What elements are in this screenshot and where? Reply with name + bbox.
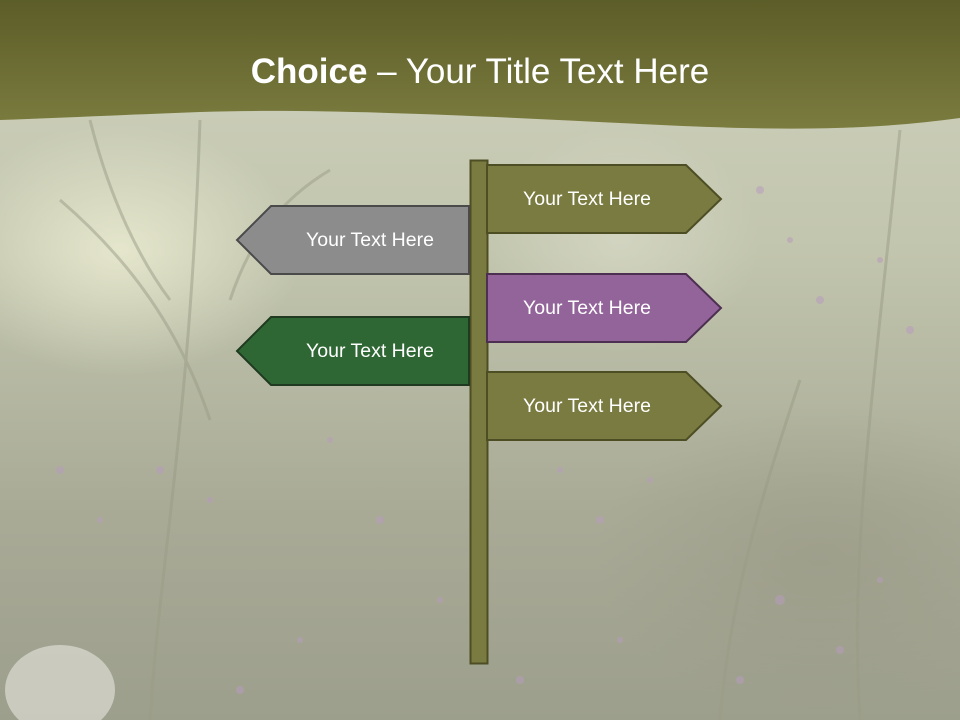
- title-bold: Choice: [250, 52, 368, 91]
- title-rest: – Your Title Text Here: [367, 52, 710, 91]
- sign-2-label: Your Text Here: [306, 229, 434, 251]
- sign-4-label: Your Text Here: [306, 340, 434, 362]
- sign-1-label: Your Text Here: [523, 188, 651, 210]
- sign-1-arrow: [486, 164, 723, 234]
- sign-3-arrow: [486, 273, 723, 343]
- sign-2-arrow: [235, 205, 470, 275]
- sign-3-label: Your Text Here: [523, 297, 651, 319]
- sign-5-label: Your Text Here: [523, 395, 651, 417]
- slide-title: Choice – Your Title Text Here: [0, 52, 960, 92]
- sign-4-arrow: [235, 316, 470, 386]
- header-band: [0, 0, 960, 129]
- sign-5-arrow: [486, 371, 723, 441]
- signpost-pole: [469, 159, 489, 665]
